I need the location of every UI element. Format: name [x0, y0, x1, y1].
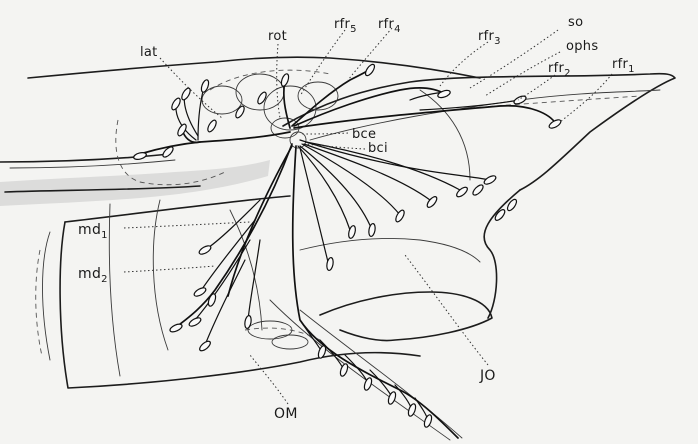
sensory-organ	[206, 119, 218, 133]
left-fin-line	[43, 232, 51, 360]
left-dashed-line	[36, 250, 42, 356]
sensory-organ	[548, 118, 562, 130]
inner-contour-5	[153, 200, 168, 350]
sensory-organ	[170, 97, 182, 111]
leader-rfr1	[560, 74, 612, 122]
label-lat: lat	[140, 45, 158, 60]
sensory-organ	[423, 414, 433, 428]
label-so: so	[568, 15, 583, 30]
sensory-organ	[169, 323, 183, 334]
om-ganglion-2	[272, 335, 308, 349]
leader-line-group	[124, 28, 612, 404]
label-md1: md1	[78, 222, 108, 241]
inner-contour-4	[230, 210, 262, 330]
sensory-organ	[188, 316, 202, 328]
nerve-jo-1	[298, 146, 350, 230]
leader-rfr5	[300, 30, 345, 96]
jaw-contour	[320, 292, 492, 341]
inner-contour-6	[109, 204, 120, 376]
label-rfr5: rfr5	[334, 17, 357, 35]
sensory-organ	[176, 123, 188, 137]
label-rot: rot	[268, 29, 287, 44]
nerve-rfr5	[292, 68, 372, 126]
sensory-organ	[193, 286, 207, 298]
nerve-jo-4	[304, 144, 430, 200]
sensory-organ	[426, 195, 439, 209]
label-rfr4: rfr4	[378, 17, 401, 35]
sensory-organ	[483, 174, 497, 186]
leader-jo	[405, 255, 488, 365]
nerve-rfr4	[294, 88, 445, 126]
sensory-organ	[207, 293, 217, 307]
nerve-md-e	[248, 240, 260, 320]
sensory-organ	[387, 391, 397, 405]
label-bce: bce	[352, 127, 376, 142]
label-md2: md2	[78, 266, 108, 285]
nerve-jo-2	[300, 146, 372, 230]
sensory-organ	[471, 183, 484, 196]
label-om: OM	[274, 406, 298, 422]
sensory-organ	[200, 79, 210, 93]
sensory-organ	[364, 63, 376, 77]
label-rfr1: rfr1	[612, 57, 635, 75]
sensory-organ	[180, 87, 192, 101]
inner-contour-2	[420, 90, 470, 180]
sensory-organ	[244, 315, 252, 329]
brain-lobe-4	[298, 82, 338, 110]
nerve-om-5	[395, 385, 412, 410]
sensory-organ	[280, 73, 290, 87]
leader-md1	[124, 222, 250, 228]
sensory-organ	[256, 91, 268, 105]
lower-body-contour	[60, 222, 420, 388]
shaded-band	[0, 160, 270, 206]
leader-om	[250, 355, 288, 404]
label-bci: bci	[368, 141, 388, 156]
sensory-organ	[234, 105, 246, 119]
nerve-rot	[284, 80, 290, 128]
om-ganglion	[248, 321, 292, 339]
sensory-organ	[494, 208, 507, 222]
label-jo: JO	[479, 368, 496, 384]
label-rfr3: rfr3	[478, 29, 501, 47]
leader-bce	[300, 133, 348, 134]
sensory-organ	[198, 244, 212, 256]
inner-dashed-2	[245, 328, 320, 340]
leader-md2	[124, 266, 215, 272]
sensory-organ-group	[133, 63, 562, 428]
label-ophs: ophs	[566, 39, 598, 54]
sensory-organ	[198, 340, 212, 353]
brain-lobe-2	[236, 74, 284, 110]
sensory-organ	[133, 151, 147, 160]
sensory-organ	[455, 186, 469, 199]
sensory-organ	[368, 223, 376, 237]
